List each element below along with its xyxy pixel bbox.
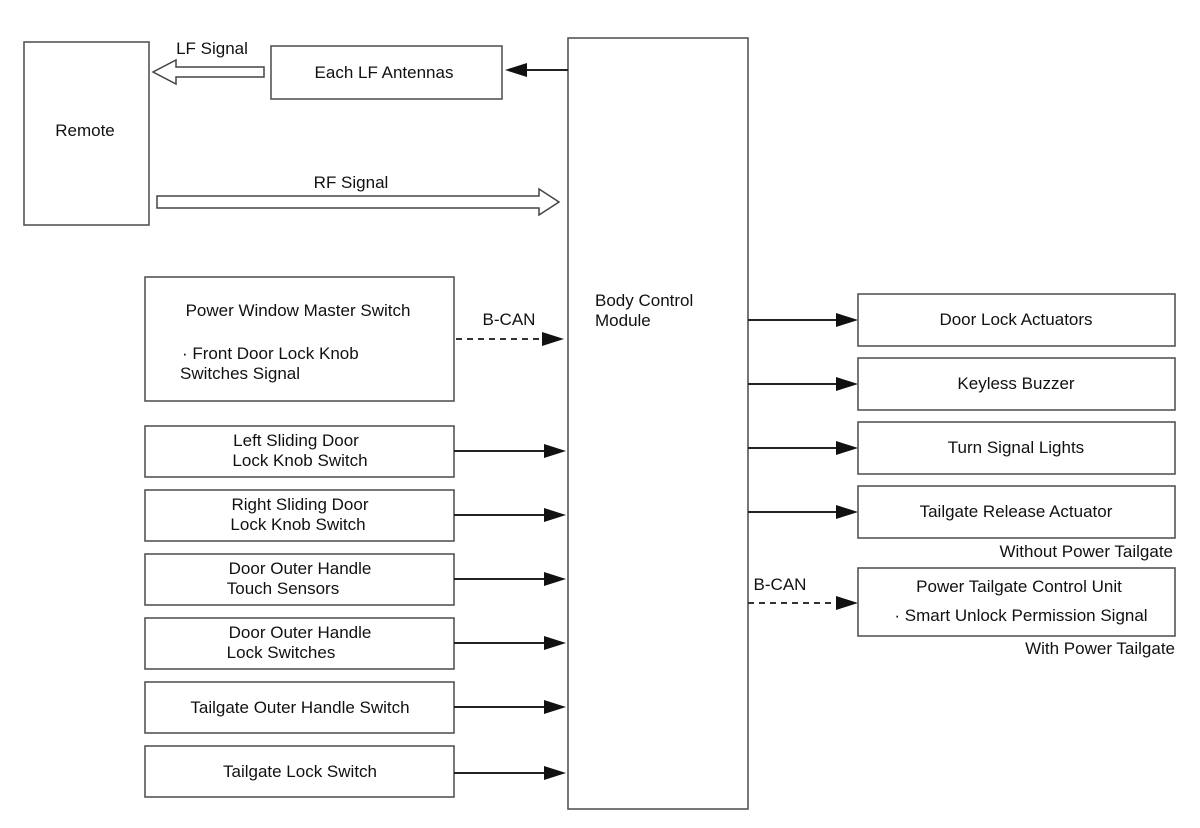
buzzer-label: Keyless Buzzer	[957, 374, 1074, 393]
rf-signal-label: RF Signal	[314, 173, 389, 192]
touch-sensors-line1: Door Outer Handle	[229, 559, 372, 578]
without-power-tailgate-note: Without Power Tailgate	[999, 542, 1173, 561]
lf-antennas-label: Each LF Antennas	[315, 63, 454, 82]
door-lock-label: Door Lock Actuators	[939, 310, 1092, 329]
door-lock-arrowhead	[836, 313, 858, 327]
turn-signal-lights-box	[857, 421, 1176, 475]
bcm-to-antennas-arrowhead	[505, 63, 527, 77]
tailgate-handle-label: Tailgate Outer Handle Switch	[190, 698, 409, 717]
lf-signal-label: LF Signal	[176, 39, 248, 58]
right-sliding-door-switch-box	[144, 489, 455, 542]
tailgate-release-arrowhead	[836, 505, 858, 519]
keyless-buzzer-box	[857, 357, 1176, 411]
with-power-tailgate-note: With Power Tailgate	[1025, 639, 1175, 658]
tailgate-release-label: Tailgate Release Actuator	[920, 502, 1113, 521]
pwms-title: Power Window Master Switch	[186, 301, 411, 320]
tailgate-outer-handle-switch-box	[144, 681, 455, 734]
lf-antennas-box	[270, 45, 503, 100]
left-sliding-arrowhead	[544, 444, 566, 458]
right-sliding-arrowhead	[544, 508, 566, 522]
power-tailgate-control-unit-box	[857, 567, 1176, 637]
remote-label: Remote	[55, 121, 115, 140]
lf-signal-arrow	[151, 58, 265, 86]
bcm-label-line2: Module	[595, 311, 651, 330]
lock-switches-line2: Lock Switches	[227, 643, 336, 662]
power-tailgate-line1: Power Tailgate Control Unit	[916, 577, 1122, 596]
tailgate-lock-arrowhead	[544, 766, 566, 780]
power-tailgate-bcan-arrowhead	[836, 596, 858, 610]
pwms-signal-line2: Switches Signal	[180, 364, 300, 383]
touch-sensors-line2: Touch Sensors	[227, 579, 339, 598]
lock-switches-arrowhead	[544, 636, 566, 650]
rf-signal-arrow	[156, 187, 561, 217]
left-sliding-line1: Left Sliding Door	[233, 431, 359, 450]
lock-switches-box	[144, 617, 455, 670]
right-sliding-line1: Right Sliding Door	[231, 495, 368, 514]
power-tailgate-line2: · Smart Unlock Permission Signal	[894, 606, 1147, 625]
bcm-label-line1: Body Control	[595, 291, 693, 310]
power-window-master-switch-box	[144, 276, 455, 402]
tailgate-handle-arrowhead	[544, 700, 566, 714]
turn-signal-arrowhead	[836, 441, 858, 455]
lock-switches-line1: Door Outer Handle	[229, 623, 372, 642]
right-sliding-line2: Lock Knob Switch	[230, 515, 365, 534]
door-lock-actuators-box	[857, 293, 1176, 347]
tailgate-lock-switch-box	[144, 745, 455, 798]
tailgate-lock-label: Tailgate Lock Switch	[223, 762, 377, 781]
bcan-in-label: B-CAN	[483, 310, 536, 329]
tailgate-release-actuator-box	[857, 485, 1176, 539]
turn-signal-label: Turn Signal Lights	[948, 438, 1084, 457]
bcm-box	[567, 37, 749, 810]
bcan-out-label: B-CAN	[754, 575, 807, 594]
pwms-signal-line1: · Front Door Lock Knob	[182, 344, 359, 363]
left-sliding-line2: Lock Knob Switch	[232, 451, 367, 470]
remote-box	[23, 41, 150, 226]
touch-sensors-arrowhead	[544, 572, 566, 586]
buzzer-arrowhead	[836, 377, 858, 391]
pwms-bcan-arrowhead	[542, 332, 564, 346]
